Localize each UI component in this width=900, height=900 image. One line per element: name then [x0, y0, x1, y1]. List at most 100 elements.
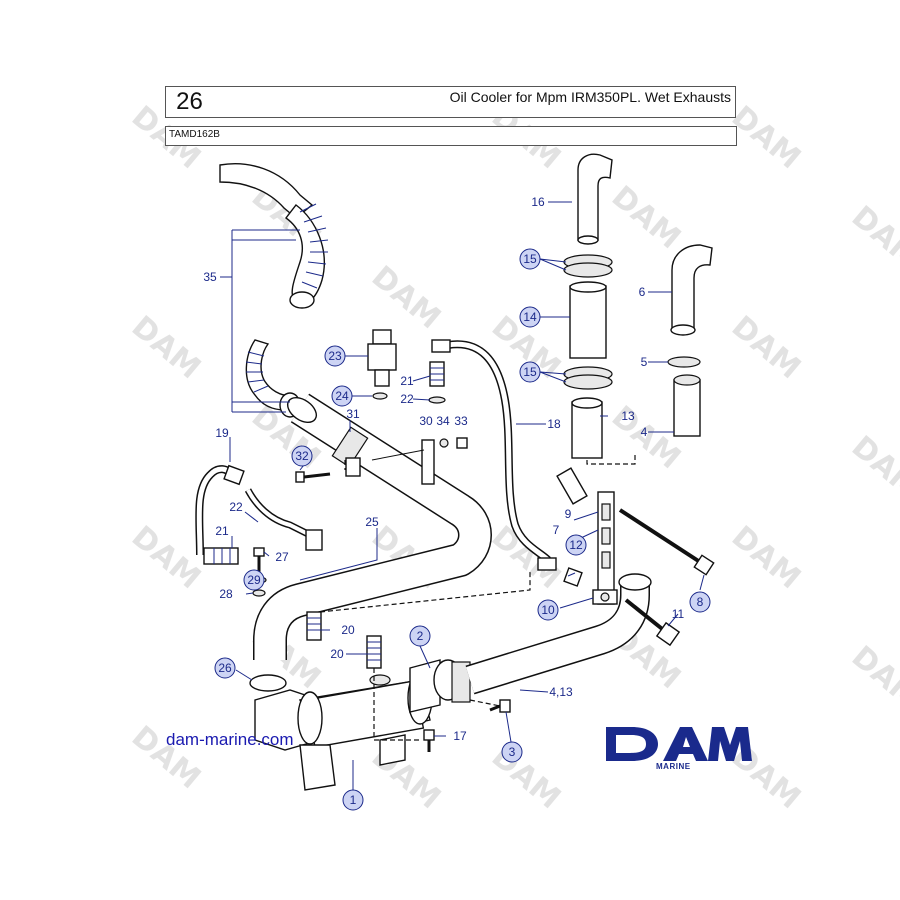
- part-10-clamp: [592, 589, 618, 605]
- callout-circle: [501, 741, 523, 763]
- callout-label: 17: [453, 729, 467, 743]
- callout-c24: 24: [331, 385, 353, 407]
- part-17-screw: [423, 729, 435, 752]
- brand-subtitle: MARINE: [656, 762, 691, 771]
- callout-label: 10: [541, 603, 555, 617]
- diagram-title: Oil Cooler for Mpm IRM350PL. Wet Exhaust…: [449, 89, 731, 105]
- callout-c11: 11: [672, 607, 685, 621]
- callout-label: 20: [341, 623, 355, 637]
- callout-c8: 8: [689, 591, 711, 613]
- callout-c4: 4: [641, 425, 648, 439]
- callout-c18: 18: [547, 417, 561, 431]
- callout-c33: 33: [454, 414, 468, 428]
- part-18-oil-hose: [431, 339, 557, 571]
- part-9-spacer: [556, 467, 588, 505]
- callout-circle: [409, 625, 431, 647]
- callout-circle: [342, 789, 364, 811]
- callout-label: 27: [275, 550, 289, 564]
- callout-circle: [291, 445, 313, 467]
- callout-c14: 14: [519, 306, 541, 328]
- callout-c13: 13: [621, 409, 635, 423]
- part-15-hose-clamps: [563, 254, 613, 390]
- callout-c30: 30: [419, 414, 433, 428]
- callout-label: 21: [215, 524, 229, 538]
- callout-label: 2: [417, 629, 424, 643]
- callout-label: 22: [400, 392, 414, 406]
- callout-label: 31: [346, 407, 360, 421]
- part-11-bolt: [624, 598, 681, 647]
- part-19-oil-hose: [195, 464, 245, 556]
- callout-c29: 29: [243, 569, 265, 591]
- callout-label: 15: [523, 252, 537, 266]
- callout-label: 34: [436, 414, 450, 428]
- callout-label: 23: [328, 349, 342, 363]
- callout-c3: 3: [501, 741, 523, 763]
- callout-label: 6: [639, 285, 646, 299]
- callout-label: 29: [247, 573, 261, 587]
- part-8-bolt: [618, 508, 715, 576]
- callout-c21a: 21: [400, 374, 414, 388]
- callout-c19: 19: [215, 426, 229, 440]
- callout-c20a: 20: [341, 623, 355, 637]
- callout-circle: [519, 248, 541, 270]
- callout-label: 35: [203, 270, 217, 284]
- callout-label: 25: [365, 515, 379, 529]
- callout-circle: [565, 534, 587, 556]
- callout-label: 11: [672, 607, 685, 621]
- callout-c35: 35: [203, 270, 217, 284]
- part-34-washer: [439, 438, 449, 448]
- callout-c12: 12: [565, 534, 587, 556]
- callout-c34: 34: [436, 414, 450, 428]
- callout-circle: [689, 591, 711, 613]
- callout-c2: 2: [409, 625, 431, 647]
- callout-label: 12: [569, 538, 583, 552]
- callout-label: 8: [697, 595, 704, 609]
- callout-label: 28: [219, 587, 233, 601]
- part-16-exhaust-elbow: [577, 153, 613, 245]
- callout-c20b: 20: [330, 647, 344, 661]
- page-number: 26: [165, 86, 214, 118]
- model-code: TAMD162B: [169, 129, 220, 140]
- model-code-box: TAMD162B: [165, 126, 737, 146]
- part-20-nipple-upper: [306, 611, 322, 641]
- diagram-title-box: Oil Cooler for Mpm IRM350PL. Wet Exhaust…: [213, 86, 736, 118]
- part-14-sleeve: [569, 285, 607, 359]
- part-25-pipe: [253, 393, 492, 660]
- callout-c28: 28: [219, 587, 233, 601]
- callout-c25: 25: [365, 515, 379, 529]
- callout-label: 13: [621, 409, 635, 423]
- part-4-pipe: [673, 374, 701, 437]
- callout-label: 24: [335, 389, 349, 403]
- callout-c26: 26: [214, 657, 236, 679]
- callout-label: 32: [295, 449, 309, 463]
- part-7-bracket: [597, 491, 615, 605]
- callout-label: 22: [229, 500, 243, 514]
- part-22-lower-hose: [244, 488, 323, 551]
- callout-c1: 1: [342, 789, 364, 811]
- assembly-lines: [319, 454, 636, 741]
- callout-label: 21: [400, 374, 414, 388]
- callout-label: 33: [454, 414, 468, 428]
- part-23-sensor: [367, 329, 397, 387]
- callout-c15b: 15: [519, 361, 541, 383]
- callout-c17: 17: [453, 729, 467, 743]
- callout-label: 15: [523, 365, 537, 379]
- callout-c15a: 15: [519, 248, 541, 270]
- callout-c21b: 21: [215, 524, 229, 538]
- callout-c27: 27: [275, 550, 289, 564]
- callout-circle: [519, 361, 541, 383]
- callout-c22a: 22: [400, 392, 414, 406]
- callout-circle: [537, 599, 559, 621]
- part-33-nut: [456, 437, 468, 449]
- callout-circle: [243, 569, 265, 591]
- callout-35-bracket: [220, 229, 300, 413]
- part-21-fitting: [429, 361, 445, 387]
- website-watermark: dam-marine.com: [166, 730, 294, 749]
- part-26-oring: [249, 674, 287, 692]
- callout-circle: [214, 657, 236, 679]
- callout-c9: 9: [565, 507, 572, 521]
- callout-label: 26: [218, 661, 232, 675]
- part-3-screw: [489, 699, 511, 713]
- part-30-bracket: [371, 439, 435, 485]
